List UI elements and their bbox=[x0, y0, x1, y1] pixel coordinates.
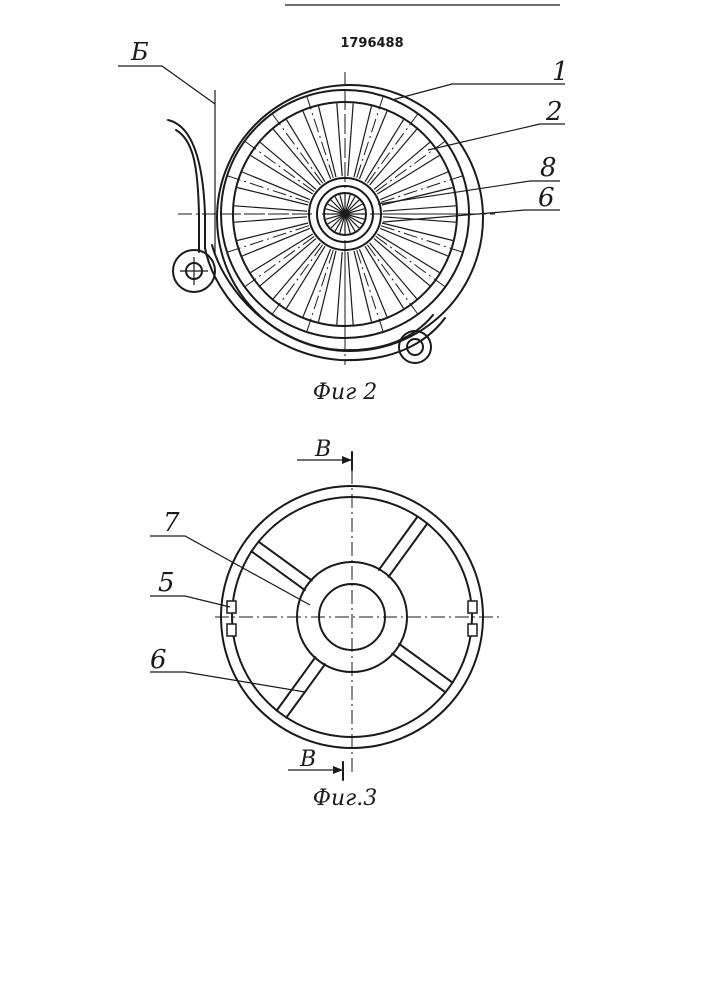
fig3-caption: Фиг.3 bbox=[313, 786, 378, 811]
figure-3: 7 5 6 В В Фиг.3 bbox=[150, 437, 500, 811]
fig2-label-1: 1 bbox=[552, 57, 569, 87]
fig2-bristle-edge bbox=[354, 251, 372, 322]
fig2-bristle-edge bbox=[354, 106, 372, 177]
fig2-bristle-edge bbox=[234, 206, 307, 211]
fig2-leader-1 bbox=[392, 84, 565, 100]
fig2-bristle-axis bbox=[306, 95, 333, 178]
fig2-label-b: Б bbox=[130, 38, 149, 66]
fig3-label-5: 5 bbox=[158, 568, 175, 598]
fig3-rim-notch-right-top bbox=[468, 601, 477, 613]
fig2-leader-b bbox=[118, 66, 215, 104]
fig2-hub-shaft-section bbox=[325, 194, 365, 234]
fig2-bristle-axis bbox=[226, 226, 309, 253]
figure-2: Б 1 2 8 6 Фиг 2 bbox=[118, 38, 569, 405]
fig2-bristle-edge bbox=[237, 223, 308, 241]
fig2-housing-outer bbox=[217, 85, 483, 351]
fig2-bristle-axis bbox=[381, 226, 464, 253]
fig2-bristle-axis bbox=[357, 95, 384, 178]
fig2-label-2: 2 bbox=[545, 97, 563, 127]
fig2-label-8: 8 bbox=[540, 153, 557, 183]
fig2-bristle-edge bbox=[382, 223, 453, 241]
fig2-bristle-edge bbox=[237, 188, 308, 206]
fig3-section-label-bottom: В bbox=[299, 747, 316, 772]
fig2-bristle-axis bbox=[226, 175, 309, 202]
fig3-label-7: 7 bbox=[163, 508, 180, 538]
fig2-leader-6 bbox=[383, 210, 560, 222]
fig3-leader-6 bbox=[150, 672, 305, 692]
fig3-section-arrow-top bbox=[342, 456, 352, 464]
fig3-section-label-top: В bbox=[314, 437, 331, 462]
fig3-section-arrow-bottom bbox=[333, 766, 343, 774]
fig2-bristle-edge bbox=[337, 103, 342, 176]
fig3-rim-notch-right-bottom bbox=[468, 624, 477, 636]
fig2-bristle-axis bbox=[381, 175, 464, 202]
fig2-label-6: 6 bbox=[538, 183, 555, 213]
fig2-bristle-edge bbox=[319, 106, 337, 177]
fig2-bristle-edge bbox=[319, 251, 337, 322]
fig2-bristle-edge bbox=[348, 103, 353, 176]
fig2-bristle-edge bbox=[337, 252, 342, 325]
patent-number: 1796488 bbox=[340, 36, 403, 51]
fig3-label-6: 6 bbox=[150, 645, 167, 675]
fig2-roller-right bbox=[399, 331, 431, 363]
fig2-bristle-axis bbox=[306, 250, 333, 333]
fig2-caption: Фиг 2 bbox=[313, 380, 378, 405]
fig2-bristle-edge bbox=[348, 252, 353, 325]
fig3-rim-notch-left-bottom bbox=[227, 624, 236, 636]
fig2-bristle-edge bbox=[234, 217, 307, 222]
fig2-bristle-axis bbox=[357, 250, 384, 333]
fig2-bristle-edge bbox=[383, 206, 456, 211]
